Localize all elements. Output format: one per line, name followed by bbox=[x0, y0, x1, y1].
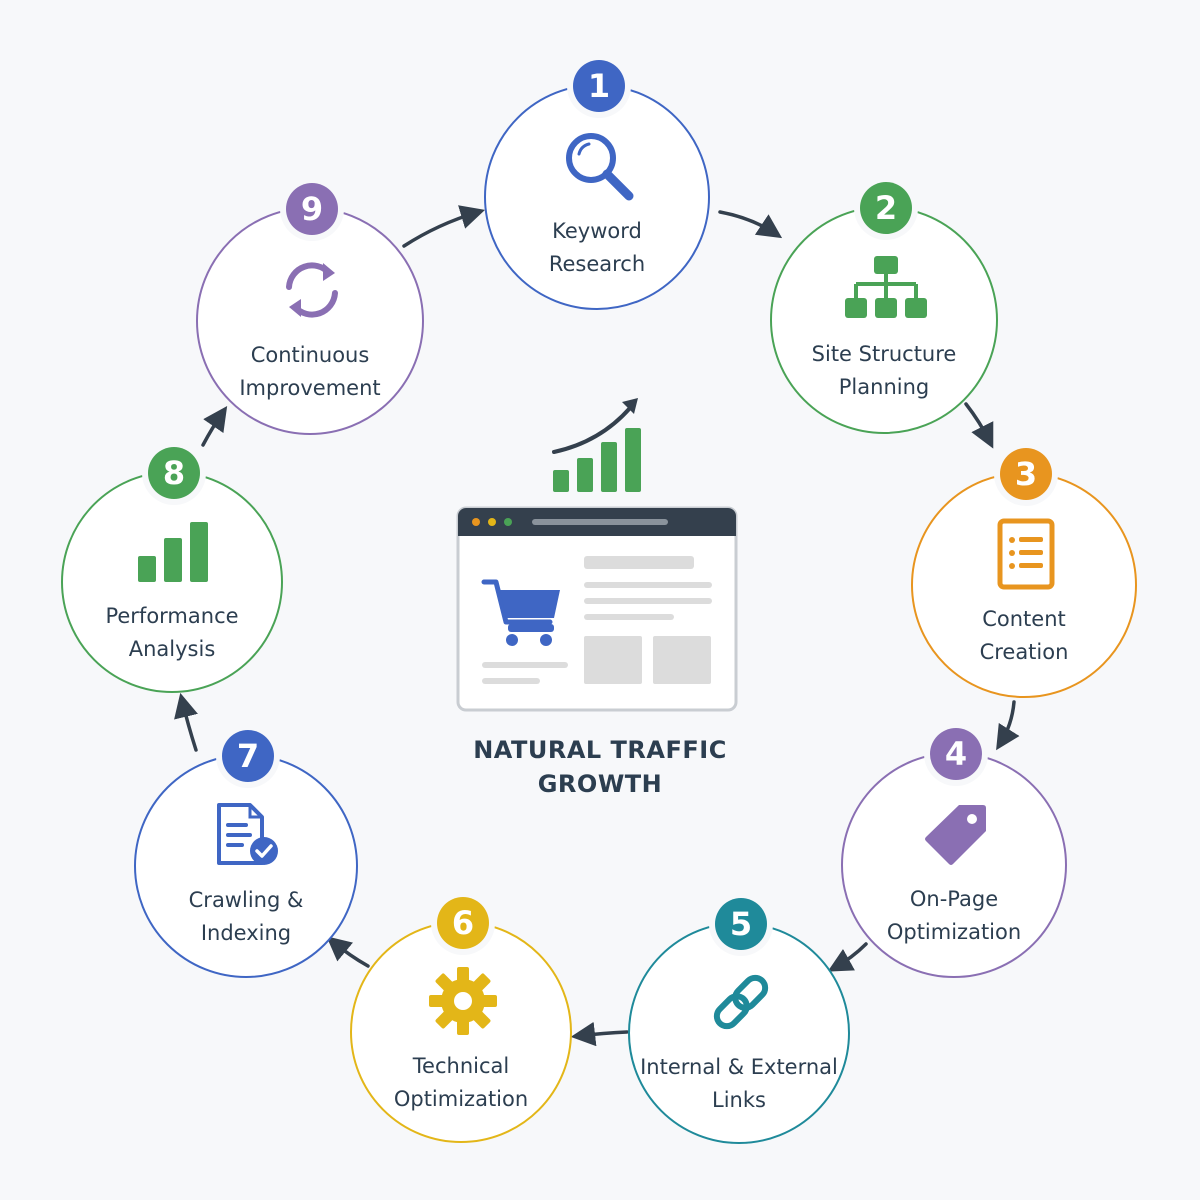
center-title-line-1: NATURAL TRAFFIC bbox=[473, 736, 727, 764]
document-list-icon bbox=[996, 518, 1056, 590]
step-9-label-line-1: Continuous bbox=[250, 343, 370, 367]
browser-window-icon bbox=[456, 506, 738, 712]
arrow-9-to-1 bbox=[402, 205, 486, 248]
step-2-label-line-2: Planning bbox=[838, 375, 930, 399]
document-check-icon bbox=[214, 801, 282, 869]
arrow-7-to-8 bbox=[174, 692, 198, 752]
arrow-3-to-4 bbox=[996, 700, 1020, 751]
step-8-label-line-2: Analysis bbox=[128, 637, 216, 661]
step-5-badge: 5 bbox=[715, 898, 767, 950]
step-3-badge: 3 bbox=[1000, 448, 1052, 500]
sitemap-icon bbox=[845, 254, 927, 324]
chain-link-icon bbox=[709, 970, 773, 1034]
step-5-label-line-2: Links bbox=[712, 1088, 766, 1112]
center-illustration bbox=[456, 398, 738, 712]
step-3-label-line-1: Content bbox=[982, 607, 1066, 631]
step-8-badge: 8 bbox=[148, 447, 200, 499]
arrow-6-to-7 bbox=[326, 936, 370, 968]
step-4-badge: 4 bbox=[930, 728, 982, 780]
step-6-label-line-2: Optimization bbox=[393, 1087, 529, 1111]
step-1-label-line-2: Research bbox=[548, 252, 646, 276]
step-4-label-line-2: Optimization bbox=[886, 920, 1022, 944]
step-9-badge: 9 bbox=[286, 183, 338, 235]
arrow-8-to-9 bbox=[201, 405, 228, 447]
step-7-label-line-2: Indexing bbox=[200, 921, 292, 945]
step-6-badge: 6 bbox=[437, 897, 489, 949]
arrow-2-to-3 bbox=[964, 402, 994, 449]
step-7-label-line-1: Crawling & bbox=[188, 888, 304, 912]
arrow-4-to-5 bbox=[827, 942, 868, 972]
shopping-cart-icon bbox=[481, 579, 560, 646]
center-title: NATURAL TRAFFIC GROWTH bbox=[440, 733, 760, 801]
step-2-badge: 2 bbox=[860, 182, 912, 234]
step-8-label-line-1: Performance bbox=[105, 604, 239, 628]
refresh-cycle-icon bbox=[279, 257, 345, 323]
center-title-line-2: GROWTH bbox=[537, 770, 663, 798]
arrow-5-to-6 bbox=[570, 1021, 629, 1047]
gear-icon bbox=[429, 967, 497, 1035]
step-2-label-line-1: Site Structure bbox=[811, 342, 957, 366]
step-6-label-line-1: Technical bbox=[412, 1054, 510, 1078]
step-1-label-line-1: Keyword bbox=[552, 219, 642, 243]
step-3-label-line-2: Creation bbox=[979, 640, 1069, 664]
magnifier-icon bbox=[561, 128, 637, 204]
step-7-label: Crawling & Indexing bbox=[136, 884, 356, 950]
bar-chart-icon bbox=[138, 520, 210, 582]
step-1-badge: 1 bbox=[573, 60, 625, 112]
arrow-1-to-2 bbox=[718, 210, 783, 239]
step-7-badge: 7 bbox=[222, 730, 274, 782]
step-5-label-line-1: Internal & External bbox=[640, 1055, 838, 1079]
growth-chart-icon bbox=[552, 398, 641, 492]
tag-icon bbox=[923, 801, 989, 867]
step-4-label-line-1: On-Page bbox=[909, 887, 999, 911]
step-9-label-line-2: Improvement bbox=[239, 376, 381, 400]
